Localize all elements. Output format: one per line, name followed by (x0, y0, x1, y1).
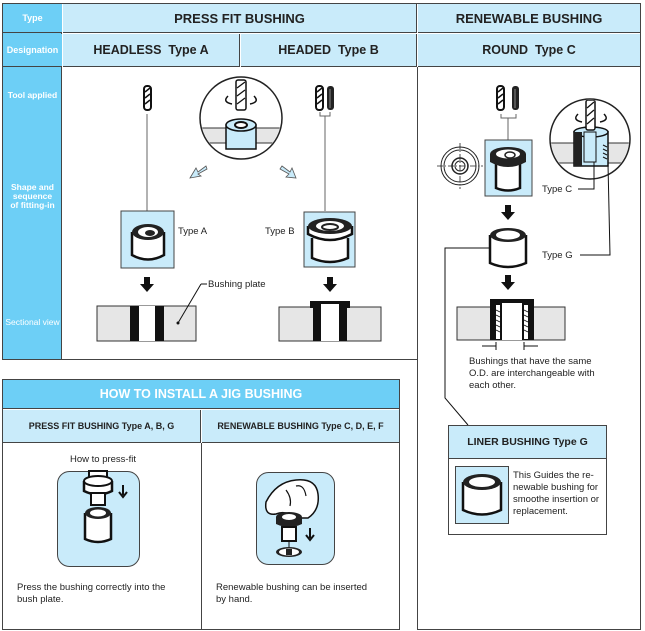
label-type-a: Type A (178, 226, 208, 237)
liner-bushing-box (448, 425, 607, 535)
renewable-column-bottom (417, 629, 641, 630)
renewable-column-continuation (418, 358, 640, 362)
install-box-title: HOW TO INSTALL A JIG BUSHING (3, 380, 399, 409)
install-col-renewable: RENEWABLE BUSHING Type C, D, E, F (202, 410, 399, 443)
designation-headless-type-a: HEADLESS Type A (63, 34, 240, 67)
press-fit-caption: How to press-fit (70, 454, 136, 465)
row-header-sectional-view: Sectional view (5, 317, 60, 327)
liner-bushing-title: LINER BUSHING Type G (449, 426, 606, 459)
renewable-column-border (640, 3, 641, 630)
type-c-sectional-view (456, 299, 566, 350)
row-header-type: Type (3, 4, 62, 33)
type-c-bushing-icon (490, 147, 526, 192)
down-arrow-icon (140, 277, 154, 292)
diagonal-arrow-right-icon (279, 165, 297, 179)
down-arrow-icon (501, 275, 515, 290)
install-col-divider (201, 443, 202, 630)
renewable-detail-circle (549, 98, 631, 180)
type-b-sectional-view (278, 301, 382, 342)
label-type-c: Type C (542, 184, 573, 195)
designation-round-type-c: ROUND Type C (418, 34, 640, 67)
down-arrow-icon (323, 277, 337, 292)
diagonal-arrow-left-icon (189, 165, 208, 179)
press-fit-text: Press the bushing correctly into the bus… (17, 582, 166, 605)
row-header-designation: Designation (3, 34, 62, 67)
drill-icon (315, 85, 324, 111)
renewable-install-text: Renewable bushing can be inserted by han… (216, 582, 368, 605)
type-g-bushing-icon (488, 228, 528, 269)
type-c-top-view (437, 143, 483, 189)
type-b-bushing-icon (306, 218, 354, 264)
press-fit-illustration (57, 470, 140, 567)
install-col-press-fit: PRESS FIT BUSHING Type A, B, G (3, 410, 201, 443)
row-header-shape-sequence: Shape and sequence of fitting-in (10, 182, 55, 210)
label-bushing-plate: Bushing plate (208, 279, 266, 290)
row-header-tool-applied: Tool applied (7, 90, 58, 100)
interchangeable-note: Bushings that have the same O.D. are int… (469, 356, 595, 391)
label-type-g: Type G (542, 250, 573, 261)
liner-bushing-description: This Guides the re- newable bushing for … (513, 470, 600, 517)
drilling-detail-circle (199, 76, 283, 160)
type-a-bushing-icon (130, 224, 166, 261)
reamer-icon (327, 86, 334, 110)
type-renewable-bushing: RENEWABLE BUSHING (418, 4, 640, 33)
column-divider (417, 67, 418, 630)
liner-bushing-illustration (455, 466, 509, 524)
reamer-icon (512, 86, 519, 110)
down-arrow-icon (501, 205, 515, 220)
type-a-sectional-view (96, 283, 207, 342)
designation-headed-type-b: HEADED Type B (241, 34, 417, 67)
drill-icon (496, 85, 505, 111)
label-type-b: Type B (265, 226, 295, 237)
drill-icon (143, 85, 152, 111)
renewable-install-illustration (256, 472, 335, 565)
type-press-fit-bushing: PRESS FIT BUSHING (63, 4, 417, 33)
